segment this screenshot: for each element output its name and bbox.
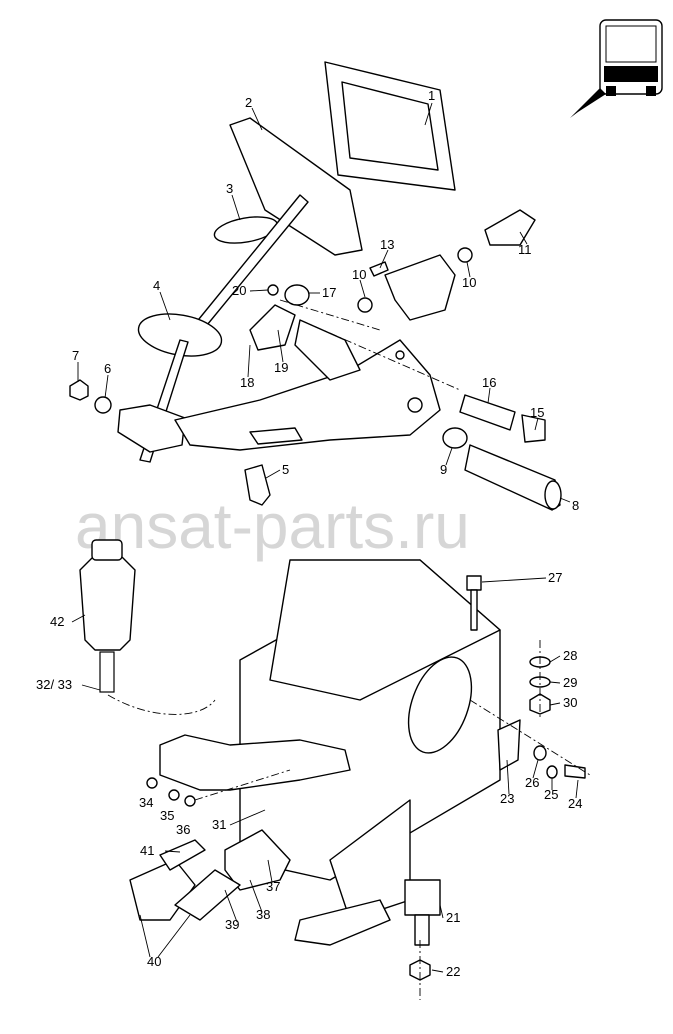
part-label-3: 3	[226, 181, 233, 196]
bus-front-view-icon	[570, 19, 663, 118]
part-label-9: 9	[440, 462, 447, 477]
part-label-29: 29	[563, 675, 577, 690]
part-label-28: 28	[563, 648, 577, 663]
watermark: ansat-parts.ru	[75, 490, 470, 562]
part-label-41: 41	[140, 843, 154, 858]
part-label-26: 26	[525, 775, 539, 790]
part-label-22: 22	[446, 964, 460, 979]
part-label-19: 19	[274, 360, 288, 375]
part-label-7: 7	[72, 348, 79, 363]
part-label-15: 15	[530, 405, 544, 420]
part-label-42: 42	[50, 614, 64, 629]
part-label-27: 27	[548, 570, 562, 585]
part-label-13: 13	[380, 237, 394, 252]
part-label-10b: 10	[462, 275, 476, 290]
part-label-30: 30	[563, 695, 577, 710]
part-label-1: 1	[428, 88, 435, 103]
part-label-24: 24	[568, 796, 582, 811]
part-labels: 1 2 3 4 5 6 7 8 9 10 10 11 13 15 16 17 1…	[36, 88, 582, 979]
part-label-38: 38	[256, 907, 270, 922]
part-label-25: 25	[544, 787, 558, 802]
part-label-39: 39	[225, 917, 239, 932]
part-label-34: 34	[139, 795, 153, 810]
part-label-2: 2	[245, 95, 252, 110]
part-label-32-33: 32/ 33	[36, 677, 72, 692]
part-label-31: 31	[212, 817, 226, 832]
part-label-20: 20	[232, 283, 246, 298]
part-label-10a: 10	[352, 267, 366, 282]
part-label-17: 17	[322, 285, 336, 300]
part-label-5: 5	[282, 462, 289, 477]
part-label-23: 23	[500, 791, 514, 806]
upper-pedal-assembly	[69, 61, 562, 511]
part-label-21: 21	[446, 910, 460, 925]
lower-bracket-assembly	[79, 539, 591, 1000]
part-label-37: 37	[266, 879, 280, 894]
leader-lines	[71, 102, 579, 973]
part-label-6: 6	[104, 361, 111, 376]
part-label-11: 11	[518, 242, 532, 257]
part-label-40: 40	[147, 954, 161, 969]
part-label-36: 36	[176, 822, 190, 837]
part-label-8: 8	[572, 498, 579, 513]
part-label-4: 4	[153, 278, 160, 293]
part-label-18: 18	[240, 375, 254, 390]
part-label-35: 35	[160, 808, 174, 823]
part-label-16: 16	[482, 375, 496, 390]
